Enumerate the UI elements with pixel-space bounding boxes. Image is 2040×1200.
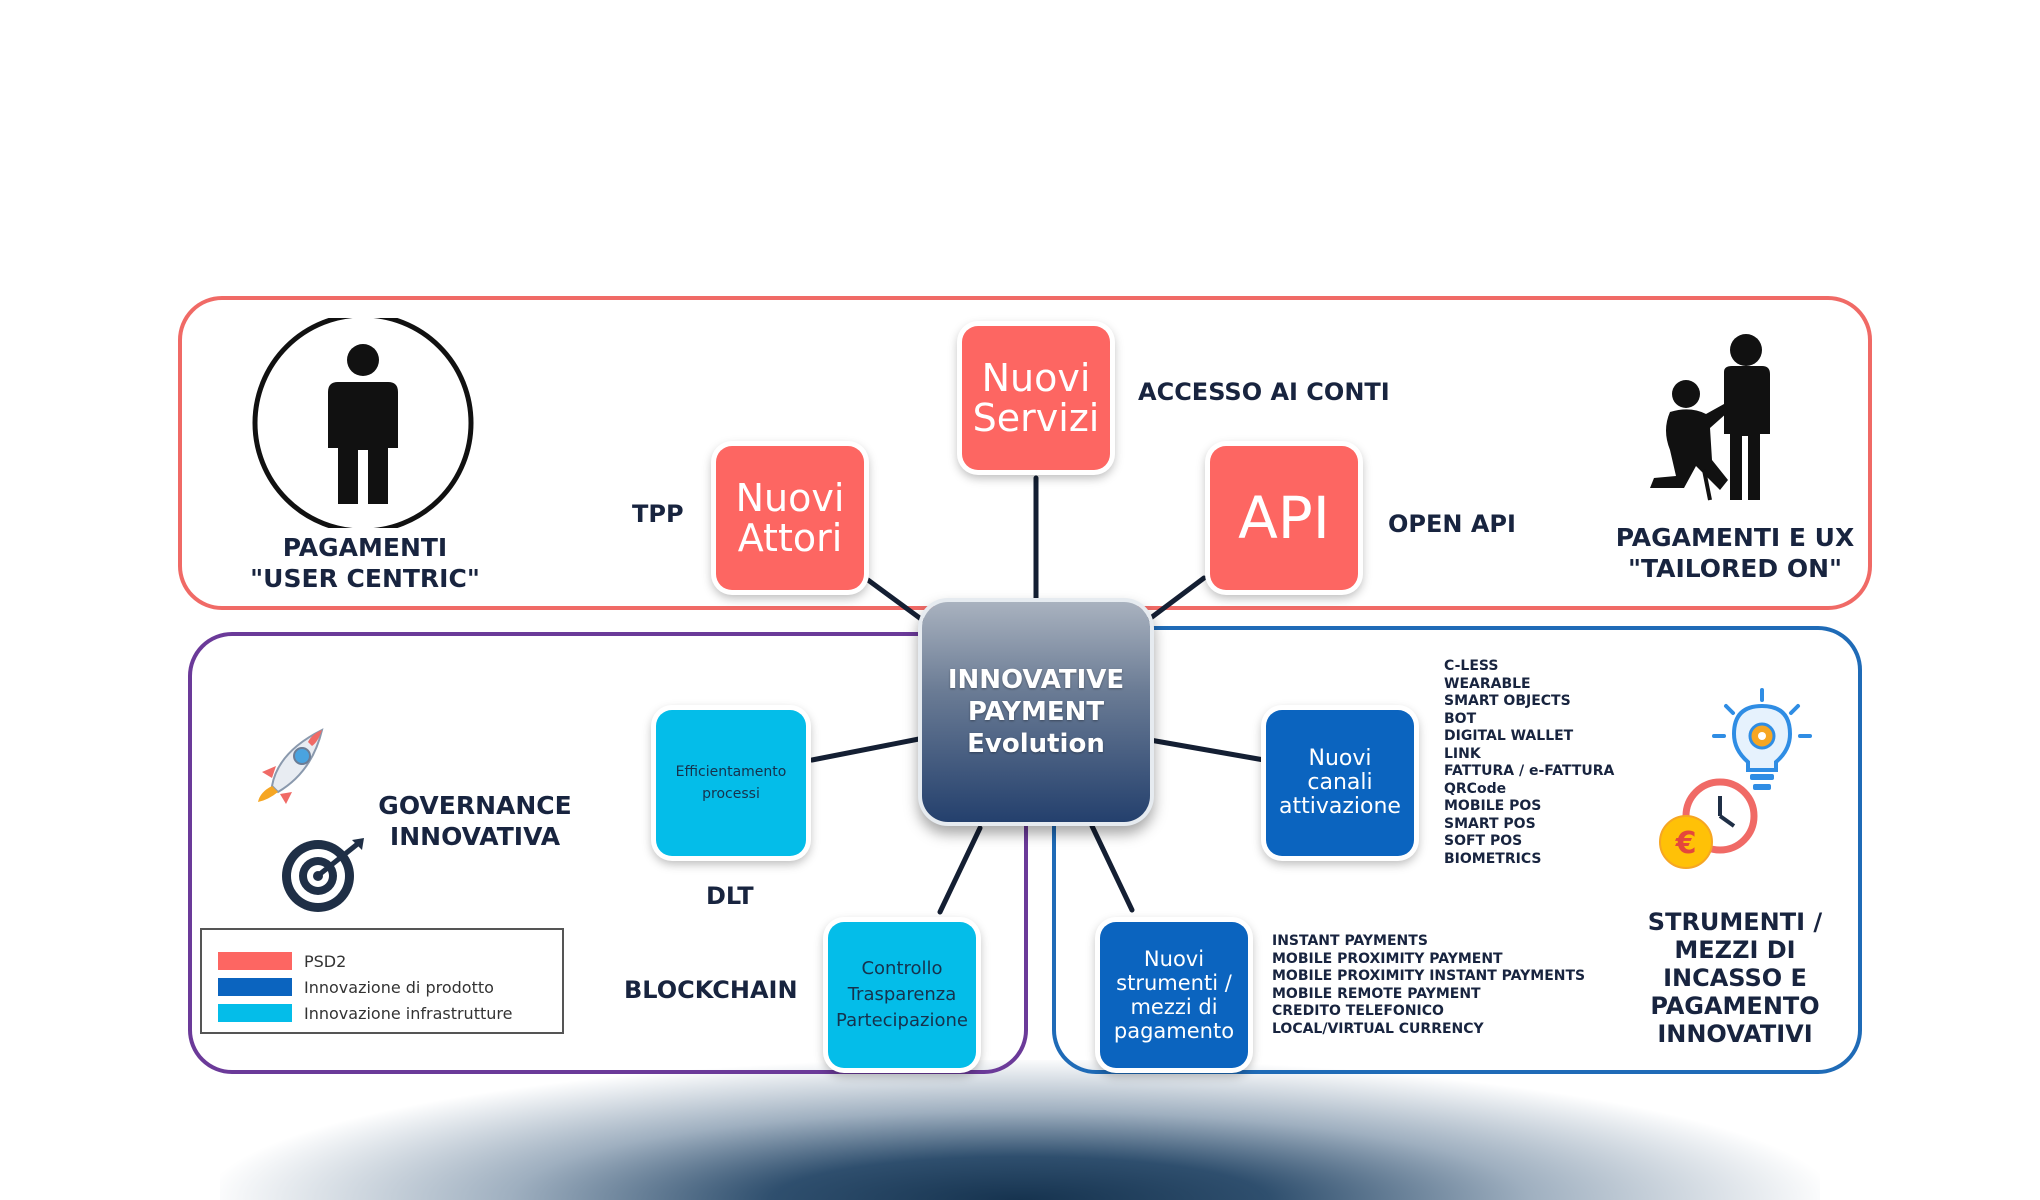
label-open-api: OPEN API bbox=[1388, 510, 1516, 538]
label-strumenti-incasso: STRUMENTI / MEZZI DI INCASSO E PAGAMENTO… bbox=[1647, 908, 1823, 1048]
canali-list-item: MOBILE POS bbox=[1444, 798, 1542, 814]
person-icon bbox=[252, 318, 474, 528]
label-tpp: TPP bbox=[632, 500, 684, 528]
canali-list-item: SMART POS bbox=[1444, 815, 1536, 832]
node-efficientamento[interactable]: Efficientamento processi bbox=[656, 710, 806, 856]
clock-euro-icon: € bbox=[1659, 778, 1758, 869]
node-nuovi-servizi[interactable]: Nuovi Servizi bbox=[962, 326, 1110, 470]
label-dlt: DLT bbox=[706, 882, 754, 910]
canali-list-item: SOFT POS bbox=[1444, 833, 1523, 849]
connector-strumenti bbox=[1089, 823, 1135, 913]
node-api[interactable]: API bbox=[1210, 446, 1358, 590]
product-region bbox=[1052, 626, 1862, 1074]
infrastructure-region bbox=[188, 632, 1028, 1074]
strumenti-list-item: LOCAL/VIRTUAL CURRENCY bbox=[1272, 1020, 1484, 1037]
legend-label-infrastrutture: Innovazione infrastrutture bbox=[304, 1003, 513, 1023]
strumenti-list-item: MOBILE PROXIMITY INSTANT PAYMENTS bbox=[1272, 968, 1586, 984]
strumenti-list-item: CREDITO TELEFONICO bbox=[1272, 1003, 1444, 1019]
canali-list-item: FATTURA / e-FATTURA bbox=[1444, 763, 1615, 779]
node-nuovi-canali[interactable]: Nuovi canali attivazione bbox=[1266, 710, 1414, 856]
target-icon bbox=[282, 838, 364, 912]
svg-text:€: € bbox=[1675, 826, 1697, 861]
legend-label-prodotto: Innovazione di prodotto bbox=[304, 977, 494, 997]
node-nuovi-strumenti[interactable]: Nuovi strumenti / mezzi di pagamento bbox=[1100, 922, 1248, 1068]
canali-list-item: BOT bbox=[1444, 710, 1477, 727]
strumenti-list-item: MOBILE PROXIMITY PAYMENT bbox=[1272, 950, 1503, 967]
canali-list-item: C-LESS bbox=[1444, 658, 1499, 674]
lightbulb-gear-icon bbox=[1712, 688, 1812, 790]
label-blockchain: BLOCKCHAIN bbox=[624, 976, 798, 1004]
rocket-icon bbox=[258, 728, 324, 804]
label-user-centric: PAGAMENTI "USER CENTRIC" bbox=[250, 533, 480, 593]
label-governance: GOVERNANCE INNOVATIVA bbox=[378, 791, 572, 851]
legend-swatch-prodotto bbox=[218, 978, 292, 996]
connector-api bbox=[1137, 575, 1207, 629]
node-innovative-payment-evolution[interactable]: INNOVATIVE PAYMENT Evolution bbox=[922, 602, 1150, 822]
legend-swatch-infrastrutture bbox=[218, 1004, 292, 1022]
strumenti-list-item: MOBILE REMOTE PAYMENT bbox=[1272, 985, 1481, 1002]
label-tailored-on: PAGAMENTI E UX "TAILORED ON" bbox=[1615, 523, 1855, 583]
canali-list-item: LINK bbox=[1444, 745, 1481, 762]
legend-item-infrastrutture: Innovazione infrastrutture bbox=[218, 1000, 562, 1026]
strumenti-list-item: INSTANT PAYMENTS bbox=[1272, 933, 1428, 949]
legend: PSD2 Innovazione di prodotto Innovazione… bbox=[200, 928, 564, 1034]
canali-list-item: DIGITAL WALLET bbox=[1444, 728, 1574, 744]
canali-list-item: SMART OBJECTS bbox=[1444, 693, 1571, 709]
connector-controllo bbox=[937, 825, 983, 915]
legend-swatch-psd2 bbox=[218, 952, 292, 970]
legend-item-psd2: PSD2 bbox=[218, 948, 562, 974]
canali-list-item: BIOMETRICS bbox=[1444, 850, 1542, 867]
connector-efficientamento bbox=[809, 735, 927, 763]
tailor-icon bbox=[1650, 334, 1770, 501]
legend-label-psd2: PSD2 bbox=[304, 951, 347, 971]
label-accesso-conti: ACCESSO AI CONTI bbox=[1138, 378, 1390, 406]
canali-list-item: QRCode bbox=[1444, 780, 1507, 797]
legend-item-prodotto: Innovazione di prodotto bbox=[218, 974, 562, 1000]
node-nuovi-attori[interactable]: Nuovi Attori bbox=[716, 446, 864, 590]
bottom-gradient bbox=[220, 1060, 1820, 1200]
connector-canali bbox=[1147, 737, 1267, 763]
node-controllo[interactable]: Controllo Trasparenza Partecipazione bbox=[828, 922, 976, 1068]
canali-list-item: WEARABLE bbox=[1444, 675, 1531, 692]
